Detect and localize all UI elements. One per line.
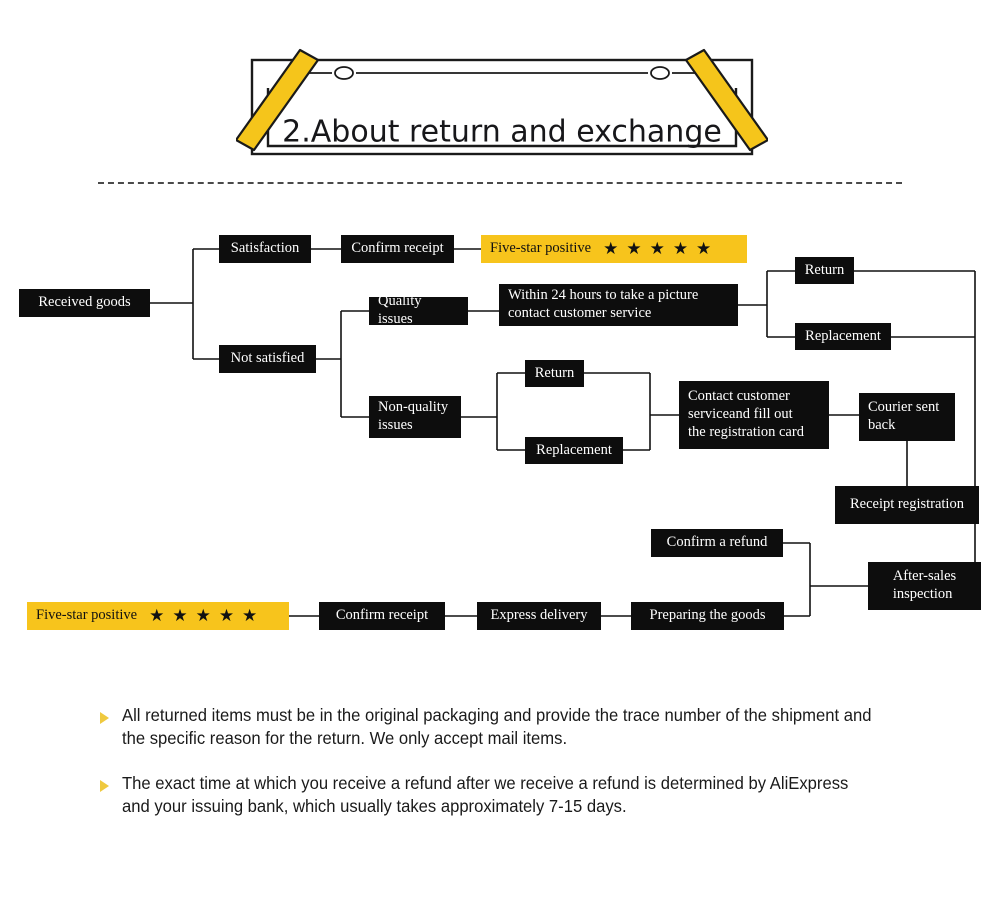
note-item: All returned items must be in the origin… <box>100 704 920 750</box>
page-title: 2.About return and exchange <box>282 114 722 150</box>
flow-node-return-top-right: Return <box>795 257 854 284</box>
five-star-rating-icon: ★★★★★ <box>603 238 720 259</box>
flow-node-confirm-receipt-bottom: Confirm receipt <box>319 602 445 630</box>
five-star-rating-icon: ★★★★★ <box>149 605 266 626</box>
note-text: All returned items must be in the origin… <box>122 705 872 749</box>
notes-list: All returned items must be in the origin… <box>100 704 920 840</box>
flow-node-quality-issues: Quality issues <box>369 293 468 327</box>
flow-node-after-sales-inspection: After-sales inspection <box>868 562 981 610</box>
flow-node-received-goods: Received goods <box>19 289 150 317</box>
flow-node-label: Replacement <box>536 441 612 458</box>
flow-node-label: Satisfaction <box>230 240 300 257</box>
flow-node-label: Receipt registration <box>850 496 964 513</box>
flow-node-label: Not satisfied <box>230 350 305 367</box>
flow-node-five-star-top: Five-star positive ★★★★★ <box>481 235 747 263</box>
note-text: The exact time at which you receive a re… <box>122 773 849 817</box>
flow-node-return-mid: Return <box>525 360 584 387</box>
flow-node-label: After-sales inspection <box>892 568 957 602</box>
flow-node-receipt-registration: Receipt registration <box>835 486 979 524</box>
flow-node-label: Confirm receipt <box>351 240 444 257</box>
triangle-bullet-icon <box>100 712 109 724</box>
flow-node-express-delivery: Express delivery <box>477 602 601 630</box>
flow-node-label: Non-quality issues <box>378 399 449 433</box>
flow-node-label: Confirm receipt <box>335 607 429 624</box>
flow-node-label: Replacement <box>805 327 881 344</box>
flow-node-label: Contact customer serviceand fill out the… <box>688 388 804 440</box>
flow-node-label: Express delivery <box>490 607 588 624</box>
flow-node-five-star-bottom: Five-star positive ★★★★★ <box>27 602 289 630</box>
note-item: The exact time at which you receive a re… <box>100 772 920 818</box>
flow-node-label: Five-star positive <box>36 607 138 624</box>
flow-node-replacement-mid: Replacement <box>525 437 623 464</box>
flow-node-courier-sent-back: Courier sent back <box>859 393 955 441</box>
title-banner: 2.About return and exchange <box>236 44 768 162</box>
flow-node-label: Courier sent back <box>868 399 940 433</box>
triangle-bullet-icon <box>100 780 109 793</box>
banner-frame-svg <box>236 48 768 156</box>
flow-node-label: Five-star positive <box>490 240 592 257</box>
dashed-divider <box>98 182 902 184</box>
flow-node-label: Preparing the goods <box>649 607 766 624</box>
flow-node-not-satisfied: Not satisfied <box>219 345 316 373</box>
flow-node-label: Confirm a refund <box>666 534 768 551</box>
flow-node-label: Return <box>804 261 845 278</box>
flow-node-confirm-receipt-top: Confirm receipt <box>341 235 454 263</box>
flow-node-label: Quality issues <box>378 293 422 327</box>
flow-node-within-24-hours: Within 24 hours to take a picture contac… <box>499 284 738 326</box>
flow-node-confirm-a-refund: Confirm a refund <box>651 529 783 557</box>
flow-node-label: Return <box>534 364 575 381</box>
flow-node-preparing-the-goods: Preparing the goods <box>631 602 784 630</box>
flow-node-label: Received goods <box>38 294 131 311</box>
flow-node-non-quality-issues: Non-quality issues <box>369 396 461 438</box>
flow-node-label: Within 24 hours to take a picture contac… <box>508 287 699 321</box>
flow-node-satisfaction: Satisfaction <box>219 235 311 263</box>
flow-node-replacement-right: Replacement <box>795 323 891 350</box>
flow-node-contact-customer: Contact customer serviceand fill out the… <box>679 381 829 449</box>
